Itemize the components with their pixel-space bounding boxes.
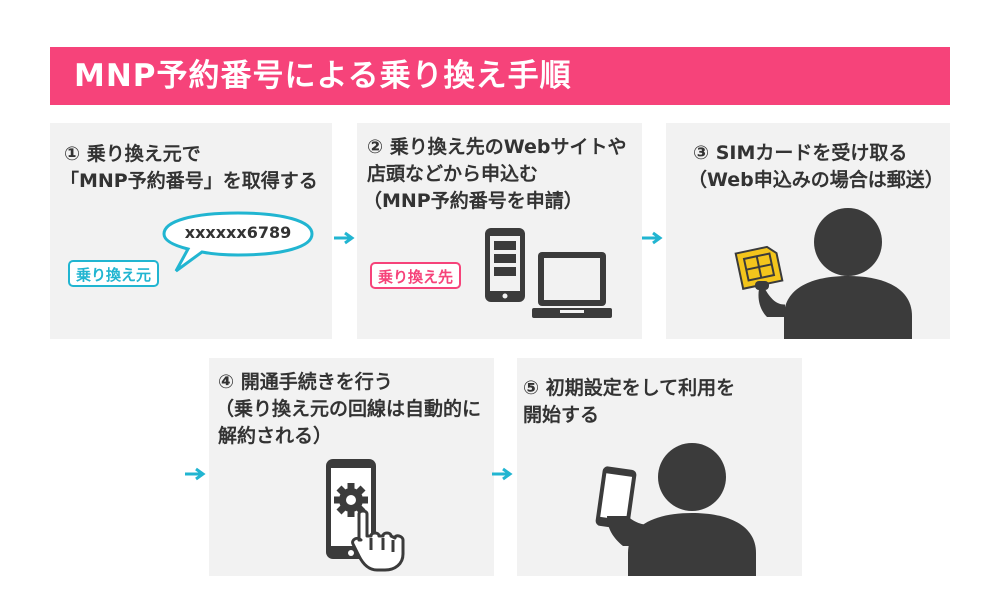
gear-icon	[334, 483, 368, 517]
step-4-line-1: ④ 開通手続きを行う	[218, 371, 393, 393]
mnp-number-text: xxxxxx6789	[184, 223, 292, 242]
smartphone-icon	[485, 228, 525, 302]
pointing-hand-icon	[351, 509, 405, 572]
step-3-line-1: ③ SIMカードを受け取る	[693, 142, 908, 164]
person-icon	[628, 443, 756, 576]
step-2-line-2: 店頭などから申込む	[367, 163, 539, 185]
step-card-5: ⑤ 初期設定をして利用を 開始する	[517, 358, 802, 576]
step-2-line-3: （MNP予約番号を申請）	[363, 190, 583, 212]
arrow-right-icon	[492, 467, 513, 481]
smartphone-icon	[595, 466, 653, 546]
step-2-line-1: ② 乗り換え先のWebサイトや	[367, 136, 627, 158]
person-icon	[784, 208, 912, 339]
destination-carrier-badge: 乗り換え先	[370, 262, 462, 289]
step-4-line-3: 解約される）	[218, 425, 333, 447]
step-card-2: ② 乗り換え先のWebサイトや 店頭などから申込む （MNP予約番号を申請） 乗…	[357, 123, 642, 339]
arrow-right-icon	[334, 231, 355, 245]
page-title: MNP予約番号による乗り換え手順	[50, 47, 950, 105]
source-carrier-badge: 乗り換え元	[68, 260, 160, 287]
speech-bubble-icon	[162, 211, 314, 273]
step-card-4: ④ 開通手続きを行う （乗り換え元の回線は自動的に 解約される）	[209, 358, 494, 576]
step-5-line-2: 開始する	[523, 404, 600, 426]
step-card-3: ③ SIMカードを受け取る （Web申込みの場合は郵送）	[666, 123, 950, 339]
step-4-line-2: （乗り換え元の回線は自動的に	[215, 398, 482, 420]
arrow-right-icon	[185, 467, 206, 481]
step-1-line-1: ① 乗り換え元で	[64, 143, 201, 165]
arrow-right-icon	[642, 231, 663, 245]
laptop-icon	[532, 252, 612, 318]
step-3-line-2: （Web申込みの場合は郵送）	[688, 169, 944, 191]
step-5-line-1: ⑤ 初期設定をして利用を	[523, 377, 736, 399]
sim-card-icon	[734, 245, 785, 317]
step-card-1: ① 乗り換え元で 「MNP予約番号」を取得する xxxxxx6789 乗り換え元	[50, 123, 332, 339]
step-1-line-2: 「MNP予約番号」を取得する	[60, 170, 318, 192]
